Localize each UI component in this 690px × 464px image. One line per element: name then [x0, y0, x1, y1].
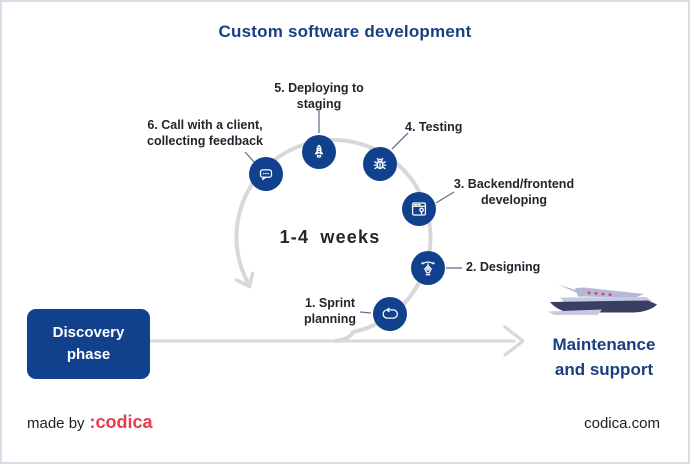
flow-arrowhead-icon — [503, 325, 525, 357]
discovery-phase-box: Discovery phase — [27, 309, 150, 379]
loop-icon — [382, 307, 398, 319]
website-label: codica.com — [584, 415, 660, 432]
step-connector — [244, 151, 256, 164]
step-circle — [302, 135, 336, 169]
step-circle — [373, 297, 407, 331]
duration-label: 1-4 weeks — [279, 227, 381, 247]
chat-bubble-icon — [259, 169, 273, 181]
maintenance-group: Maintenance and support — [542, 281, 666, 382]
made-by-label: made by — [27, 415, 85, 432]
step-label-3: 3. Backend/frontend developing — [453, 177, 575, 207]
step-label-6: 6. Call with a client, collecting feedba… — [146, 118, 264, 148]
bug-icon — [373, 157, 387, 170]
cycle-arc — [234, 138, 433, 343]
step-label-2: 2. Designing — [466, 260, 541, 274]
codica-logo: :codica — [89, 412, 153, 432]
cycle-arrowhead-icon — [234, 271, 255, 289]
made-by: made by:codica — [27, 412, 153, 433]
step-label-4: 4. Testing — [405, 120, 463, 134]
step-connector — [359, 311, 372, 314]
step-connector — [435, 191, 455, 204]
browser-tools-icon — [411, 202, 427, 216]
step-connector — [391, 132, 409, 150]
yacht-icon — [548, 284, 657, 315]
rocket-icon — [314, 144, 324, 159]
step-circle — [402, 192, 436, 226]
step-label-5: 5. Deploying to staging — [274, 81, 364, 111]
page-title: Custom software development — [218, 22, 472, 41]
step-label-1: 1. Sprint planning — [303, 296, 357, 326]
pen-tool-icon — [421, 261, 435, 276]
maintenance-label: Maintenance and support — [552, 335, 656, 379]
footer: made by:codica codica.com — [27, 412, 660, 433]
